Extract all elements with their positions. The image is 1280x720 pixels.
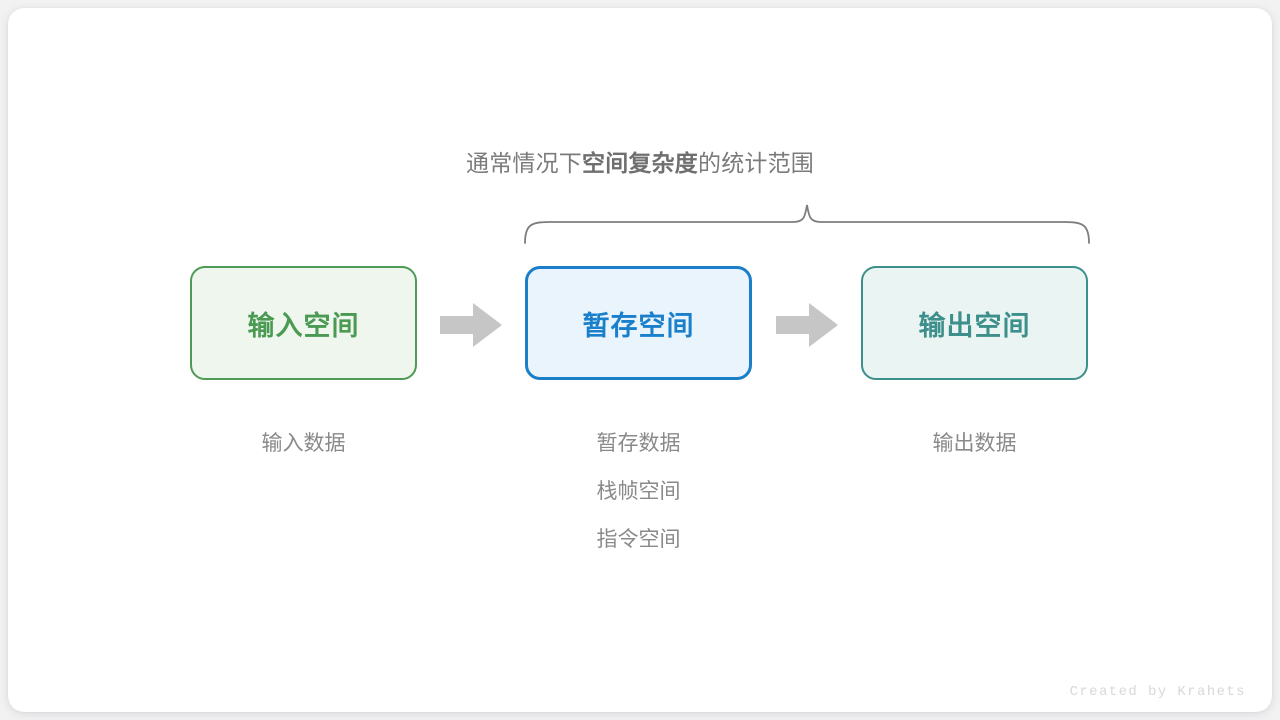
detail-item: 输入数据 <box>261 432 346 455</box>
box-input-space-label: 输入空间 <box>247 310 360 341</box>
column-temp-details: 暂存数据 栈帧空间 指令空间 <box>525 420 752 564</box>
curly-brace-icon <box>524 204 1090 244</box>
caption-emphasis: 空间复杂度 <box>582 150 698 176</box>
caption-prefix: 通常情况下 <box>466 150 582 176</box>
box-temp-space[interactable]: 暂存空间 <box>525 266 752 380</box>
arrow-right-icon <box>440 303 502 347</box>
watermark: Created by Krahets <box>1069 684 1246 700</box>
detail-item: 暂存数据 <box>596 432 681 455</box>
arrow-right-icon <box>776 303 838 347</box>
detail-item: 指令空间 <box>596 528 681 551</box>
detail-item: 栈帧空间 <box>596 480 681 503</box>
box-temp-space-label: 暂存空间 <box>582 310 695 341</box>
brace-caption: 通常情况下空间复杂度的统计范围 <box>0 146 1280 180</box>
caption-suffix: 的统计范围 <box>698 150 814 176</box>
box-output-space[interactable]: 输出空间 <box>861 266 1088 380</box>
box-output-space-label: 输出空间 <box>918 310 1031 341</box>
column-input-details: 输入数据 <box>190 420 417 468</box>
column-output-details: 输出数据 <box>861 420 1088 468</box>
box-input-space[interactable]: 输入空间 <box>190 266 417 380</box>
detail-item: 输出数据 <box>932 432 1017 455</box>
